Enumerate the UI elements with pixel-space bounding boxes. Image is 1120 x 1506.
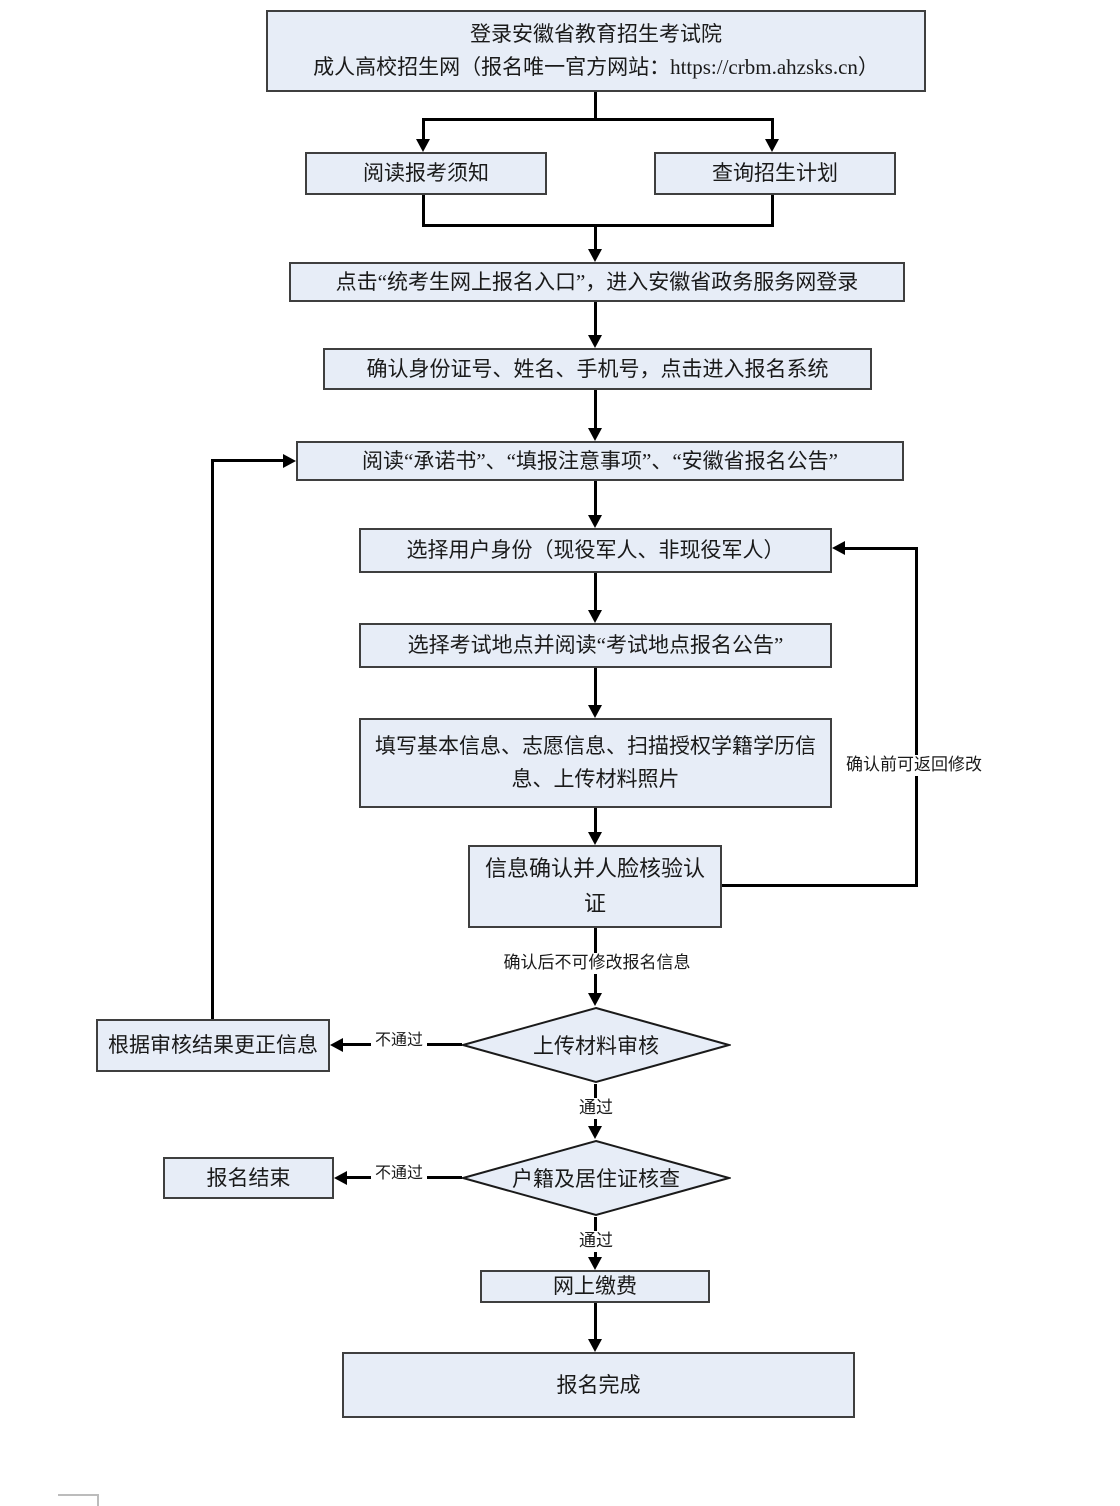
pay-online-label: 网上缴费 bbox=[553, 1274, 637, 1299]
connector-split-right bbox=[771, 118, 774, 140]
arrow-to-register-complete bbox=[588, 1339, 602, 1352]
read-notice-label: 阅读报考须知 bbox=[363, 161, 489, 186]
arrow-to-correct-info bbox=[330, 1038, 343, 1052]
arrow-loop-to-select-user bbox=[832, 541, 845, 555]
flowchart-node-pay-online: 网上缴费 bbox=[480, 1270, 710, 1303]
flowchart-node-read-notice: 阅读报考须知 bbox=[305, 152, 547, 195]
flowchart-node-fill-info: 填写基本信息、志愿信息、扫描授权学籍学历信息、上传材料照片 bbox=[359, 718, 832, 808]
read-docs-label: 阅读“承诺书”、“填报注意事项”、“安徽省报名公告” bbox=[362, 448, 838, 473]
flowchart-node-select-location: 选择考试地点并阅读“考试地点报名公告” bbox=[359, 623, 832, 668]
flowchart-node-info-confirm: 信息确认并人脸核验认证 bbox=[468, 845, 722, 928]
flowchart-node-query-plan: 查询招生计划 bbox=[654, 152, 896, 195]
arrow-to-register-end bbox=[334, 1171, 347, 1185]
confirm-identity-label: 确认身份证号、姓名、手机号，点击进入报名系统 bbox=[366, 356, 829, 381]
click-entry-label: 点击“统考生网上报名入口”，进入安徽省政务服务网登录 bbox=[335, 269, 859, 294]
connector-login-down bbox=[594, 92, 597, 121]
connector-docs-to-user bbox=[594, 481, 597, 515]
page-artifact-vertical bbox=[97, 1494, 99, 1506]
arrow-to-query-plan bbox=[765, 139, 779, 152]
connector-confirm-to-docs bbox=[594, 390, 597, 429]
edge-label-pass-1: 通过 bbox=[568, 1098, 624, 1119]
info-confirm-label: 信息确认并人脸核验认证 bbox=[484, 856, 705, 916]
connector-split-left bbox=[422, 118, 425, 140]
flowchart-node-read-docs: 阅读“承诺书”、“填报注意事项”、“安徽省报名公告” bbox=[296, 441, 904, 481]
connector-user-to-location bbox=[594, 573, 597, 611]
edge-label-pass-2: 通过 bbox=[568, 1231, 624, 1252]
arrow-to-fill-info bbox=[588, 705, 602, 718]
query-plan-label: 查询招生计划 bbox=[712, 161, 838, 186]
upload-review-label: 上传材料审核 bbox=[533, 1034, 659, 1058]
page-artifact-horizontal bbox=[58, 1494, 99, 1496]
register-end-label: 报名结束 bbox=[206, 1165, 291, 1190]
flowchart-node-confirm-identity: 确认身份证号、姓名、手机号，点击进入报名系统 bbox=[323, 348, 872, 390]
arrow-to-info-confirm bbox=[588, 832, 602, 845]
connector-correct-loop-horizontal bbox=[211, 459, 283, 462]
arrow-to-select-user bbox=[588, 515, 602, 528]
connector-correct-loop-vertical bbox=[211, 459, 214, 1019]
arrow-to-read-notice bbox=[416, 139, 430, 152]
connector-fill-to-infoconfirm bbox=[594, 808, 597, 833]
select-user-label: 选择用户身份（现役军人、非现役军人） bbox=[406, 538, 785, 563]
arrow-to-click-entry bbox=[588, 249, 602, 262]
arrow-to-confirm-identity bbox=[588, 335, 602, 348]
arrow-to-read-docs bbox=[588, 428, 602, 441]
arrow-loop-to-read-docs bbox=[283, 454, 296, 468]
edge-label-fail-1: 不通过 bbox=[371, 1031, 427, 1051]
residence-check-label: 户籍及居住证核查 bbox=[512, 1167, 680, 1191]
connector-merge-bottom bbox=[422, 224, 774, 227]
flowchart-node-login: 登录安徽省教育招生考试院 成人高校招生网（报名唯一官方网站：https://cr… bbox=[266, 10, 926, 92]
edge-label-before-confirm: 确认前可返回修改 bbox=[843, 755, 985, 776]
flowchart-node-select-user: 选择用户身份（现役军人、非现役军人） bbox=[359, 528, 832, 573]
edge-label-fail-2: 不通过 bbox=[371, 1164, 427, 1184]
arrow-to-upload-review bbox=[588, 993, 602, 1006]
connector-pay-to-complete bbox=[594, 1303, 597, 1340]
flowchart-node-correct-info: 根据审核结果更正信息 bbox=[96, 1019, 330, 1072]
connector-location-to-fill bbox=[594, 668, 597, 706]
select-location-label: 选择考试地点并阅读“考试地点报名公告” bbox=[407, 633, 784, 658]
edge-label-after-confirm: 确认后不可修改报名信息 bbox=[502, 953, 692, 974]
connector-merge-right bbox=[771, 195, 774, 227]
diamond-shape-upload-review bbox=[461, 1006, 731, 1084]
flowchart-node-click-entry: 点击“统考生网上报名入口”，进入安徽省政务服务网登录 bbox=[289, 262, 905, 302]
connector-click-to-confirm bbox=[594, 302, 597, 336]
login-text: 登录安徽省教育招生考试院 成人高校招生网（报名唯一官方网站：https://cr… bbox=[313, 18, 879, 83]
connector-return-loop-top bbox=[845, 547, 918, 550]
flowchart-decision-residence-check: 户籍及居住证核查 bbox=[461, 1139, 731, 1217]
arrow-to-pay-online bbox=[588, 1257, 602, 1270]
flowchart-node-register-end: 报名结束 bbox=[163, 1157, 334, 1199]
connector-return-loop-vertical bbox=[915, 547, 918, 887]
login-line2: 成人高校招生网（报名唯一官方网站：https://crbm.ahzsks.cn） bbox=[313, 55, 879, 79]
diamond-shape-residence-check bbox=[461, 1139, 731, 1217]
correct-info-label: 根据审核结果更正信息 bbox=[108, 1033, 318, 1058]
flowchart-decision-upload-review: 上传材料审核 bbox=[461, 1006, 731, 1084]
connector-return-loop-bottom bbox=[722, 884, 918, 887]
fill-info-label: 填写基本信息、志愿信息、扫描授权学籍学历信息、上传材料照片 bbox=[375, 734, 816, 791]
connector-merge-down bbox=[594, 224, 597, 250]
connector-merge-left bbox=[422, 195, 425, 227]
flowchart-node-register-complete: 报名完成 bbox=[342, 1352, 855, 1418]
login-line1: 登录安徽省教育招生考试院 bbox=[470, 22, 722, 47]
arrow-to-select-location bbox=[588, 610, 602, 623]
connector-split-top bbox=[422, 118, 774, 121]
register-complete-label: 报名完成 bbox=[556, 1372, 641, 1397]
arrow-to-residence-check bbox=[588, 1126, 602, 1139]
